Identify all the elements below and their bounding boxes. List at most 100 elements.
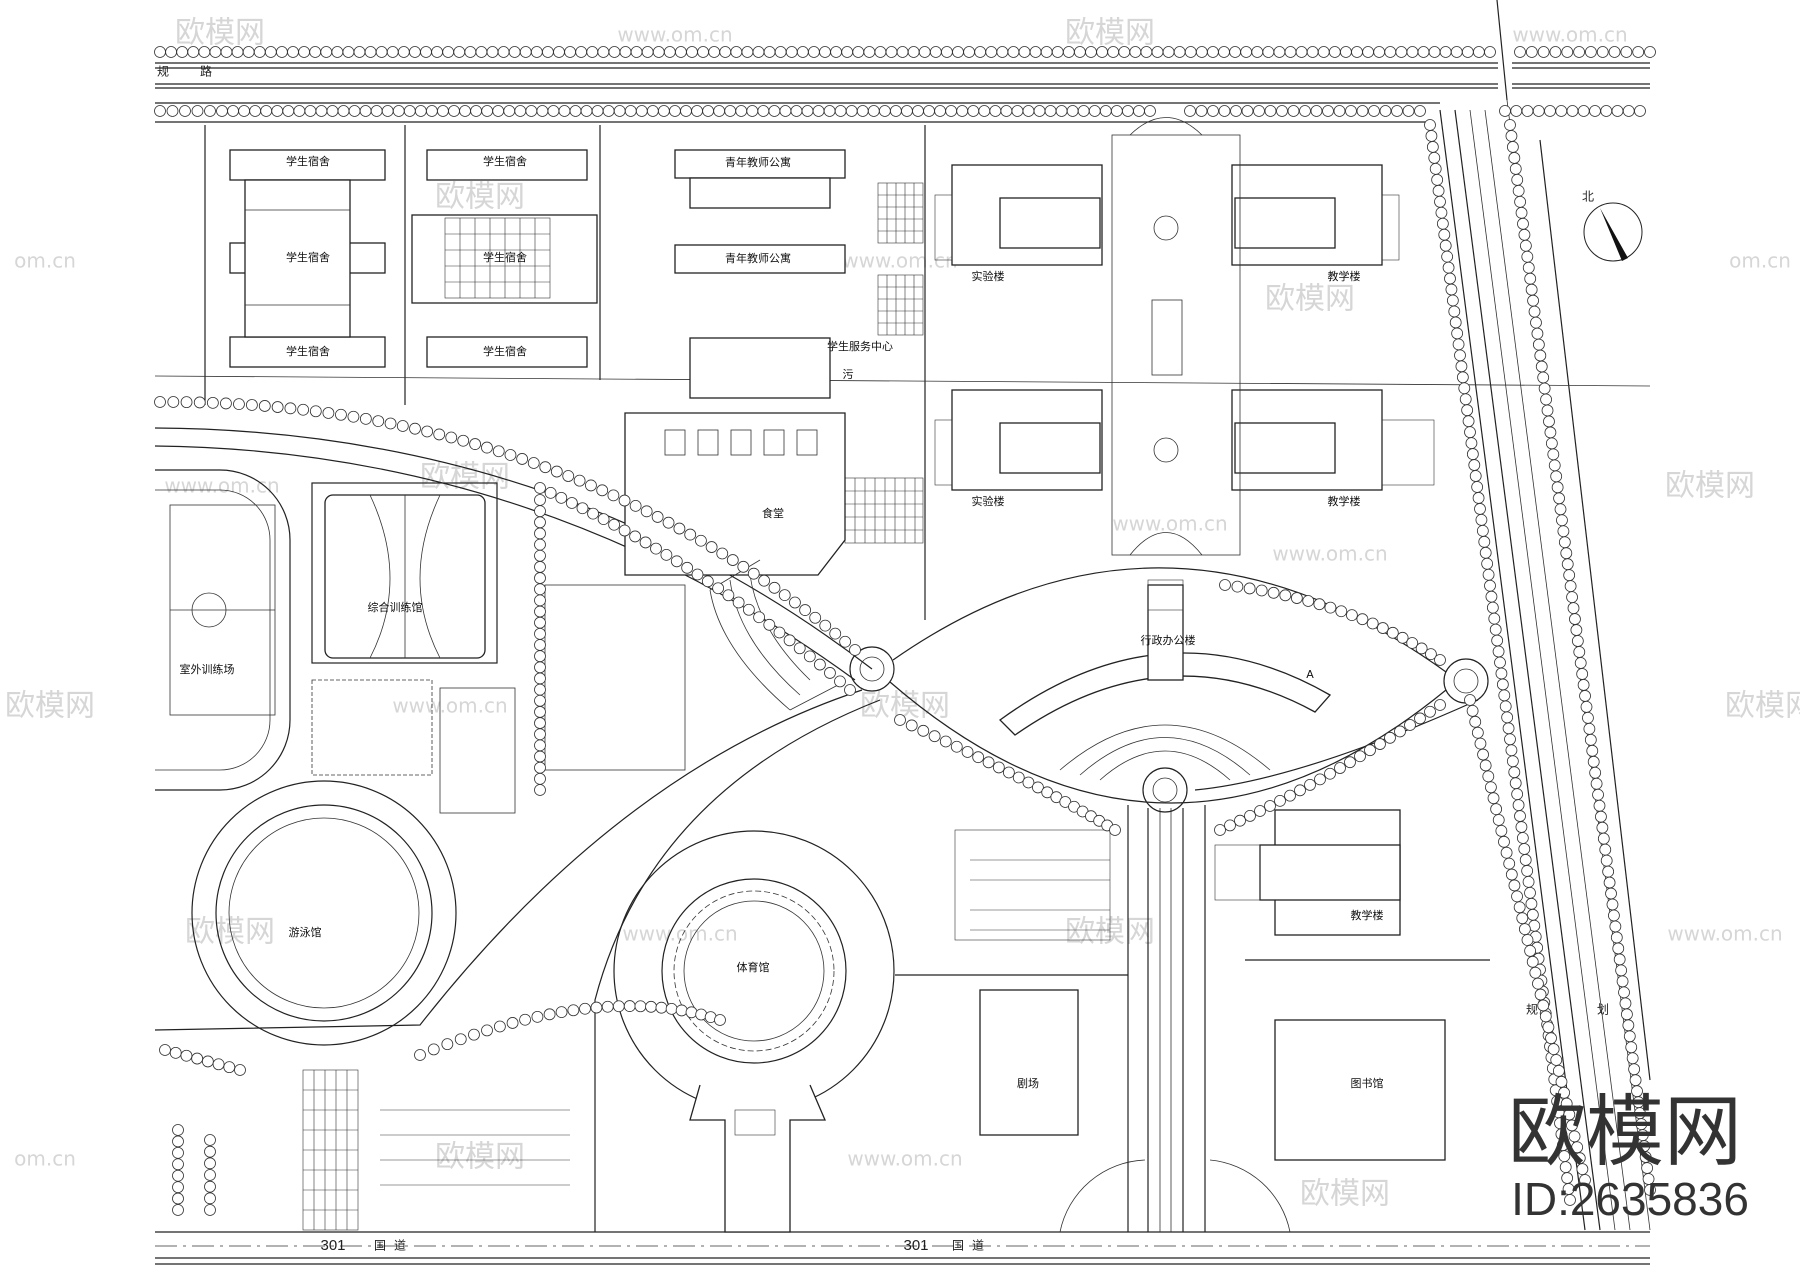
tree — [1549, 46, 1562, 58]
tree — [1486, 601, 1499, 614]
tree — [1050, 791, 1063, 804]
tree — [1479, 546, 1492, 559]
tree — [985, 46, 998, 58]
tree — [1244, 809, 1256, 822]
tree — [1625, 1041, 1638, 1054]
tree — [421, 425, 434, 438]
tree — [370, 105, 383, 117]
tree — [534, 583, 546, 596]
tree — [1428, 46, 1441, 58]
tree — [271, 401, 284, 413]
tree — [1345, 105, 1357, 117]
tree — [967, 105, 980, 117]
tree — [670, 555, 683, 568]
tree — [1564, 580, 1577, 593]
tree — [364, 46, 377, 58]
tree — [1573, 46, 1585, 58]
tree — [1508, 152, 1521, 164]
tree — [293, 105, 306, 117]
tree — [1556, 514, 1568, 527]
tree — [607, 489, 620, 502]
tree — [1492, 645, 1505, 658]
road-label: 道 — [972, 1239, 984, 1253]
tree — [773, 626, 786, 639]
tree — [172, 1192, 184, 1205]
tree — [1592, 788, 1604, 801]
tree — [1553, 492, 1565, 505]
tree — [1563, 569, 1576, 582]
tree — [1600, 105, 1613, 117]
tree — [1424, 119, 1436, 131]
tree — [1644, 46, 1656, 58]
tree — [809, 611, 822, 624]
tree — [801, 105, 814, 117]
tree — [420, 46, 432, 58]
tree — [1465, 437, 1478, 450]
tree — [714, 1014, 726, 1026]
tree — [1511, 173, 1524, 186]
tree — [1475, 513, 1488, 526]
tree — [849, 644, 861, 656]
tree — [1526, 955, 1539, 968]
tree — [1615, 964, 1628, 977]
tree — [1454, 349, 1466, 362]
tree — [1605, 887, 1617, 900]
tree — [823, 105, 836, 117]
tree — [1491, 634, 1504, 647]
tree — [342, 46, 355, 58]
tree — [1629, 1074, 1642, 1087]
tree — [590, 1001, 603, 1014]
tree — [691, 568, 704, 581]
watermark-url: www.om.cn — [164, 474, 279, 498]
tree — [1379, 105, 1392, 117]
tree — [534, 516, 546, 529]
tree — [1518, 228, 1531, 241]
tree — [1522, 875, 1535, 888]
tree — [1218, 105, 1231, 117]
tree — [1596, 821, 1609, 834]
tree — [1522, 261, 1535, 274]
tree — [506, 1017, 519, 1029]
tree — [1346, 609, 1358, 622]
tree — [1461, 46, 1474, 58]
tree — [1214, 824, 1226, 836]
tree — [1557, 525, 1570, 538]
tree — [790, 105, 803, 117]
lab-building-label: 实验楼 — [972, 269, 1005, 283]
tree — [1524, 886, 1536, 899]
tree — [191, 1052, 204, 1065]
lower-buildings: 教学楼 剧场 图书馆 — [979, 809, 1446, 1233]
tree — [1526, 908, 1539, 921]
tree — [204, 1180, 216, 1193]
tree — [298, 46, 310, 58]
tree — [201, 1055, 214, 1068]
tree — [1485, 590, 1498, 603]
watermark-brand: 欧模网 — [1725, 689, 1800, 724]
tree — [1444, 272, 1456, 285]
tree — [686, 46, 698, 58]
tree — [1426, 141, 1439, 153]
tree — [1603, 876, 1616, 889]
tree — [1461, 404, 1474, 417]
tree — [481, 105, 494, 117]
tree — [845, 105, 858, 117]
north-label: 北 — [1582, 190, 1594, 204]
tree — [1449, 316, 1462, 329]
tree — [1532, 338, 1545, 351]
tree — [1386, 626, 1399, 639]
tree — [1373, 46, 1386, 58]
tree — [1506, 755, 1519, 768]
tree — [814, 658, 826, 671]
tree — [525, 105, 538, 117]
tree — [1129, 46, 1142, 58]
tree — [1537, 999, 1550, 1012]
tree — [1482, 568, 1495, 581]
tree — [1471, 481, 1484, 493]
watermark-url: www.om.cn — [617, 23, 732, 47]
tree — [1534, 349, 1547, 362]
tree — [829, 627, 842, 640]
tree — [284, 402, 297, 415]
dorm-label: 学生宿舍 — [483, 154, 527, 168]
tree — [209, 46, 222, 58]
tree — [824, 667, 836, 679]
